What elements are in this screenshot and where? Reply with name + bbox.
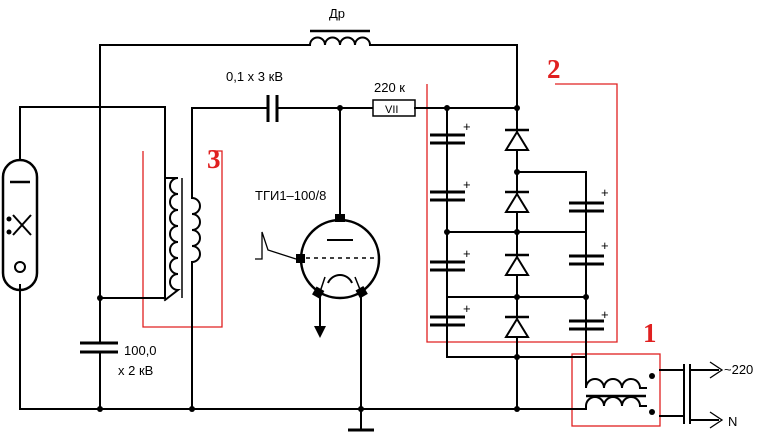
multiplier-junction-dots — [444, 105, 589, 360]
trigger-pulse-symbol — [255, 231, 297, 260]
mains-transformer — [585, 356, 655, 415]
block-2-number: 2 — [547, 54, 561, 84]
choke-label: Др — [329, 6, 345, 21]
resistor-mark: VII — [385, 104, 398, 116]
thyratron-label: ТГИ1–100/8 — [255, 188, 326, 203]
mains-neutral-label: N — [728, 414, 737, 429]
block-2-outline — [426, 83, 618, 343]
storage-cap-voltage-label: x 2 кВ — [118, 363, 153, 378]
storage-capacitor — [80, 341, 118, 354]
heater-arrow — [314, 326, 326, 338]
block-1-outline — [571, 353, 661, 427]
plus-sign: + — [463, 177, 471, 192]
ground-junction-dots — [97, 295, 520, 412]
resistor-label: 220 к — [374, 80, 405, 95]
block-1-number: 1 — [643, 318, 657, 348]
flash-lamp — [1, 158, 39, 292]
mains-plug — [683, 364, 691, 424]
polarity-signs: + + + + + + + — [463, 119, 609, 322]
mains-input-wires — [659, 369, 685, 417]
phase-arrow — [709, 361, 724, 379]
block-3-outline — [142, 150, 223, 328]
thyratron-tube — [296, 214, 381, 300]
coupling-cap-label: 0,1 x 3 кВ — [226, 69, 283, 84]
storage-cap-value-label: 100,0 — [124, 343, 157, 358]
choke-inductor — [308, 29, 372, 47]
plus-sign: + — [601, 185, 609, 200]
multiplier-diodes — [504, 128, 530, 338]
plus-sign: + — [463, 119, 471, 134]
trigger-transformer — [163, 107, 201, 410]
mains-phase-label: ~220 — [724, 362, 753, 377]
coupling-capacitor — [266, 95, 279, 122]
plus-sign: + — [463, 246, 471, 261]
block-3-number: 3 — [207, 144, 221, 174]
neutral-arrow — [709, 411, 724, 429]
plus-sign: + — [463, 301, 471, 316]
plus-sign: + — [601, 307, 609, 322]
plus-sign: + — [601, 238, 609, 253]
multiplier-capacitors — [430, 133, 604, 331]
lamp-top-wire — [19, 106, 166, 299]
choke-wire-right — [369, 44, 518, 108]
